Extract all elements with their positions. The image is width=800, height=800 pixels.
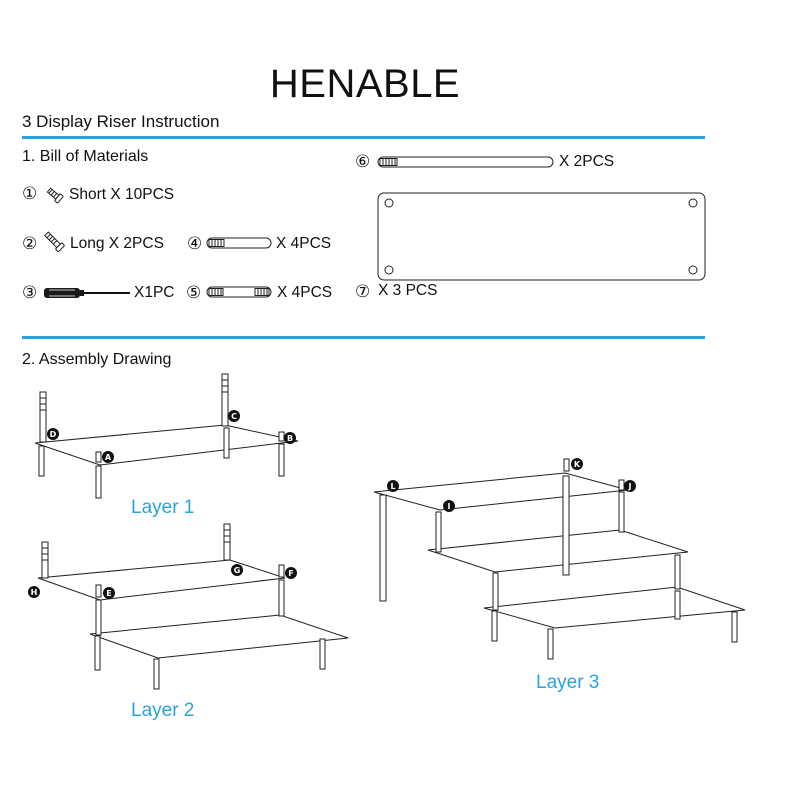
item-1-label: Short X 10PCS [69,186,175,203]
layer-1-label: Layer 1 [131,497,195,518]
item-1-number: ① [22,184,38,204]
top-divider [22,136,705,139]
middle-divider [22,336,705,339]
svg-text:L: L [390,482,395,491]
screwdriver-icon [44,288,130,298]
long-screw-icon [44,231,65,252]
item-5-number: ⑤ [186,283,202,303]
svg-text:F: F [288,569,293,578]
svg-text:G: G [234,566,241,575]
bom-heading: 1. Bill of Materials [22,148,149,165]
item-5-label: X 4PCS [277,284,333,301]
svg-text:I: I [448,502,451,511]
item-2-label: Long X 2PCS [70,235,164,252]
double-threaded-standoff-icon [206,286,272,298]
item-7-label: X 3 PCS [378,282,438,299]
standoff-tube-icon [206,237,272,249]
item-6-label: X 2PCS [559,153,615,170]
svg-text:J: J [628,482,632,491]
long-rod-icon [377,156,554,168]
item-3-number: ③ [22,283,38,303]
assembly-heading: 2. Assembly Drawing [22,351,172,368]
svg-text:H: H [31,588,38,597]
layer-2-label: Layer 2 [131,700,195,721]
item-7-number: ⑦ [355,282,371,302]
instruction-subtitle: 3 Display Riser Instruction [22,112,220,131]
item-2-number: ② [22,234,38,254]
item-4-number: ④ [187,234,203,254]
svg-text:A: A [105,453,112,462]
svg-text:C: C [231,412,237,421]
svg-text:B: B [287,434,293,443]
svg-text:K: K [574,460,581,469]
brand-title: HENABLE [269,62,461,106]
item-4-label: X 4PCS [276,235,332,252]
item-3-label: X1PC [134,284,175,301]
short-screw-icon [46,187,64,204]
item-6-number: ⑥ [355,152,371,172]
svg-text:E: E [106,589,111,598]
svg-text:D: D [50,430,57,439]
layer-3-label: Layer 3 [536,672,600,693]
acrylic-panel-icon [377,192,706,281]
